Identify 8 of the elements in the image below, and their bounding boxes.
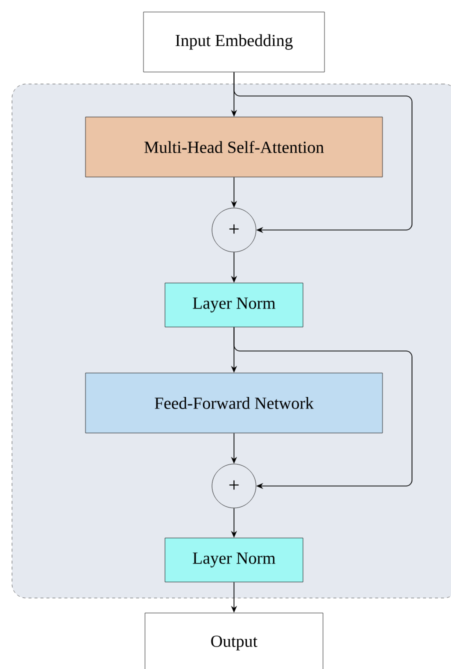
arrow xyxy=(234,326,412,490)
attention-box: Multi-Head Self-Attention xyxy=(85,116,383,178)
layer-norm-box: Layer Norm xyxy=(164,282,304,328)
layer-norm-box: Layer Norm xyxy=(164,538,304,582)
feed-forward-box: Feed-Forward Network xyxy=(85,372,383,434)
output-box: Output xyxy=(144,612,324,669)
arrow xyxy=(234,72,412,234)
input-box: Input Embedding xyxy=(143,12,325,72)
